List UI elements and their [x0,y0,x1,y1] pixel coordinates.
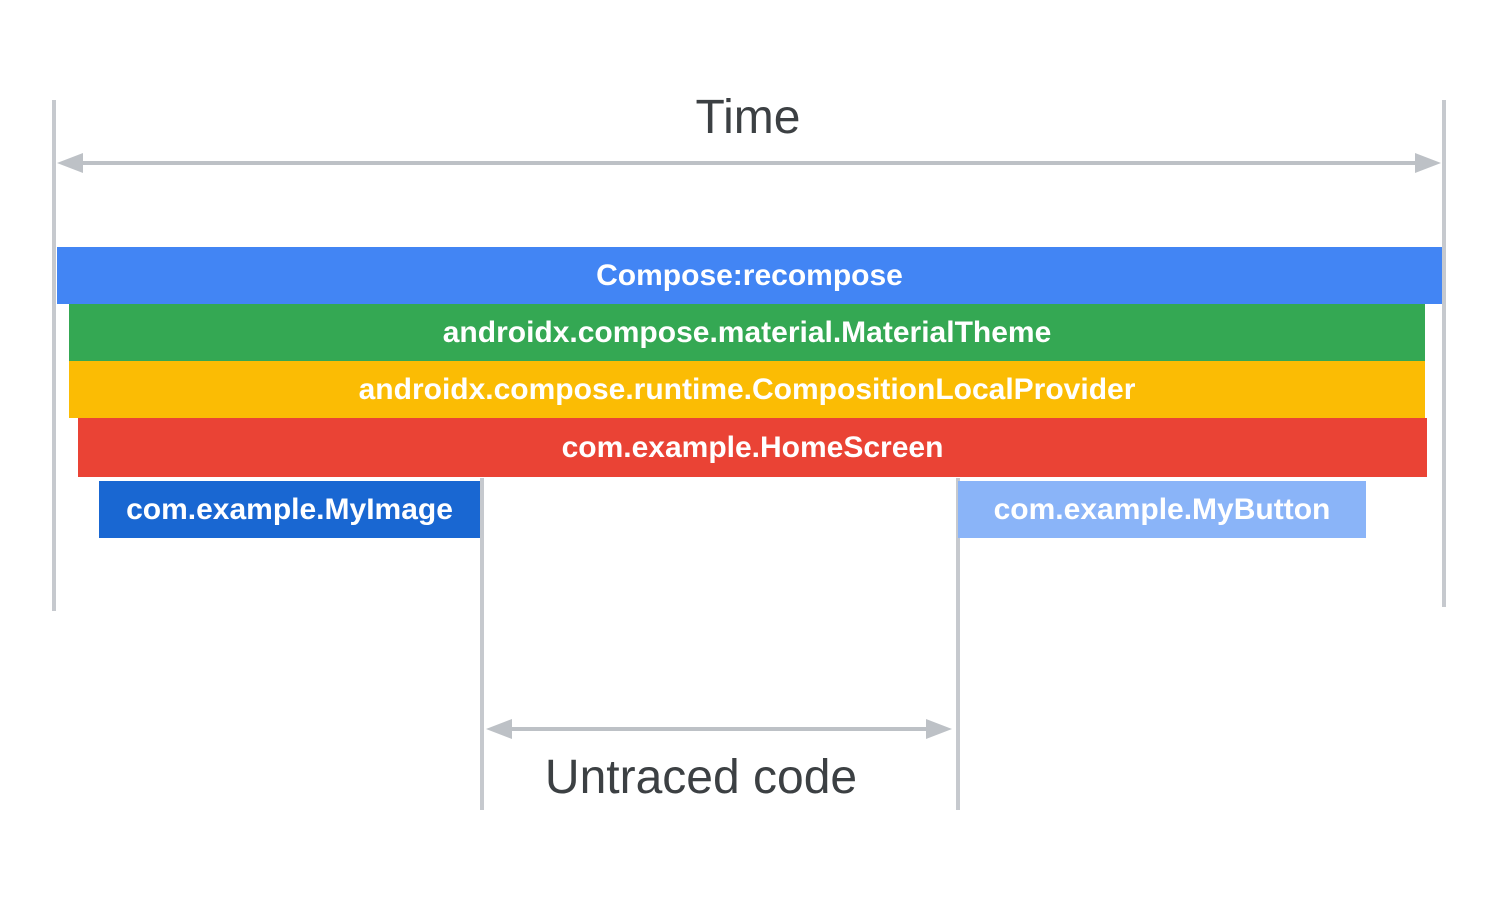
left-arrowhead-icon [57,153,83,173]
trace-bar-home-screen: com.example.HomeScreen [78,418,1427,477]
untraced-right-boundary-line [956,478,960,810]
trace-end-boundary-line [1442,100,1446,607]
time-arrow-shaft [78,161,1420,165]
trace-bar-composition-local-provider: androidx.compose.runtime.CompositionLoca… [69,361,1425,418]
trace-bar-my-button: com.example.MyButton [958,481,1366,538]
right-arrowhead-icon [926,719,952,739]
untraced-arrow-shaft [505,727,933,731]
untraced-left-boundary-line [480,478,484,810]
untraced-code-label: Untraced code [544,751,858,804]
right-arrowhead-icon [1415,153,1441,173]
trace-bar-label: androidx.compose.material.MaterialTheme [442,315,1052,349]
time-axis-label: Time [695,91,801,144]
trace-bar-label: com.example.MyButton [993,492,1331,526]
left-arrowhead-icon [486,719,512,739]
trace-bar-label: com.example.MyImage [126,492,453,526]
trace-bar-material-theme: androidx.compose.material.MaterialTheme [69,304,1425,361]
trace-bar-label: Compose:recompose [596,258,903,292]
trace-bar-label: androidx.compose.runtime.CompositionLoca… [358,372,1136,406]
trace-bar-my-image: com.example.MyImage [99,481,480,538]
trace-bar-compose-recompose: Compose:recompose [57,247,1442,304]
trace-start-boundary-line [52,100,56,611]
trace-bar-label: com.example.HomeScreen [561,430,944,464]
